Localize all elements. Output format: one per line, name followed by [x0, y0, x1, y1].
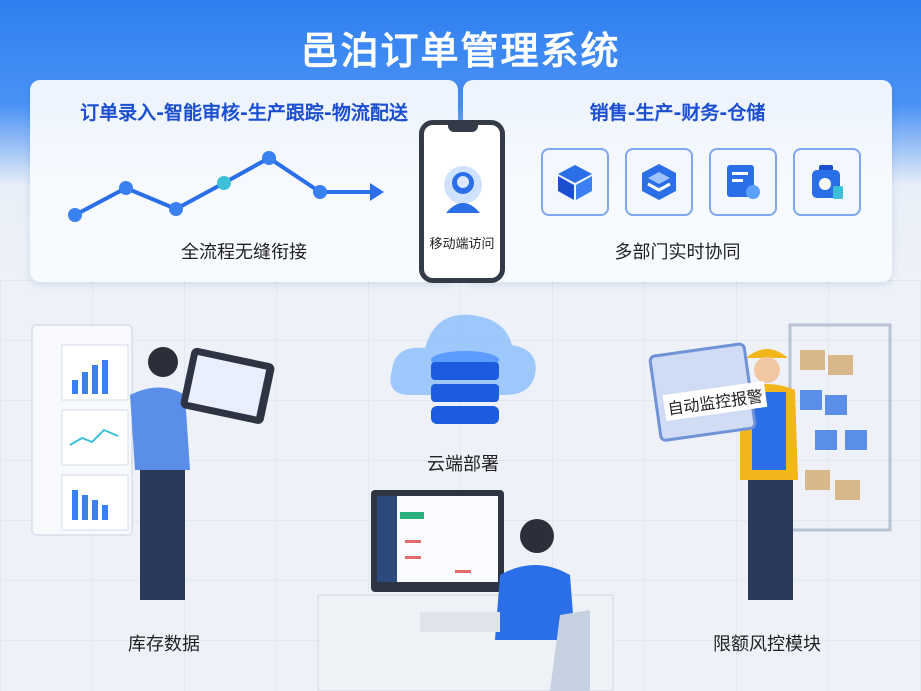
person-with-tablet — [130, 347, 275, 600]
inventory-label: 库存数据 — [128, 634, 200, 655]
bag-icon — [793, 148, 861, 216]
box-icon — [541, 148, 609, 216]
workflow-caption: 全流程无缝衔接 — [181, 242, 307, 263]
mobile-phone: 移动端访问 — [419, 120, 505, 283]
phone-label: 移动端访问 — [429, 237, 495, 252]
collaboration-title: 销售-生产-财务-仓储 — [589, 102, 766, 124]
workflow-panel: 订单录入-智能审核-生产跟踪-物流配送 全流程无缝衔接 — [30, 80, 458, 282]
document-icon — [709, 148, 777, 216]
layers-icon — [625, 148, 693, 216]
database-icon — [431, 351, 499, 424]
trend-line-icon — [68, 151, 384, 222]
collaboration-caption: 多部门实时协同 — [614, 242, 741, 263]
user-icon — [444, 166, 482, 213]
office-worker — [317, 490, 614, 691]
phone-notch — [448, 124, 478, 132]
workflow-title: 订单录入-智能审核-生产跟踪-物流配送 — [80, 102, 408, 124]
cloud-label: 云端部署 — [427, 454, 499, 475]
page-title: 邑泊订单管理系统 — [300, 29, 621, 73]
collaboration-panel: 销售-生产-财务-仓储 多部门实时协同 — [463, 80, 892, 282]
server-rack — [31, 324, 133, 536]
risk-control-label: 限额风控模块 — [713, 634, 821, 655]
warehouse-worker — [648, 323, 892, 600]
